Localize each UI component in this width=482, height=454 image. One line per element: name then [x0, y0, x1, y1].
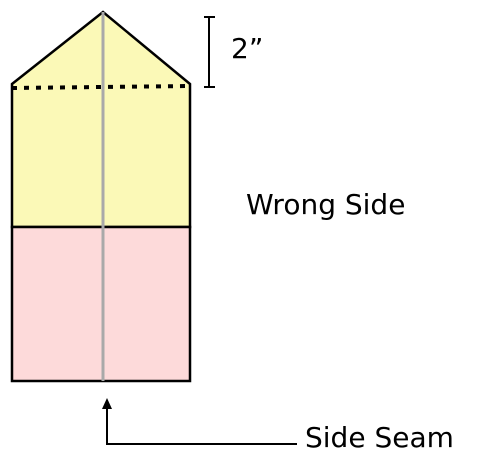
measurement-bracket	[204, 16, 215, 88]
side-seam-label: Side Seam	[305, 421, 454, 454]
dotted-stitch-line	[11, 84, 191, 90]
side-seam-pointer	[102, 398, 297, 445]
pointer-line	[106, 408, 297, 445]
top-panel	[10, 10, 192, 229]
wrong-side-label: Wrong Side	[246, 188, 406, 221]
arrow-head-icon	[102, 398, 112, 409]
measurement-label: 2”	[231, 32, 264, 65]
bottom-panel	[10, 225, 192, 383]
